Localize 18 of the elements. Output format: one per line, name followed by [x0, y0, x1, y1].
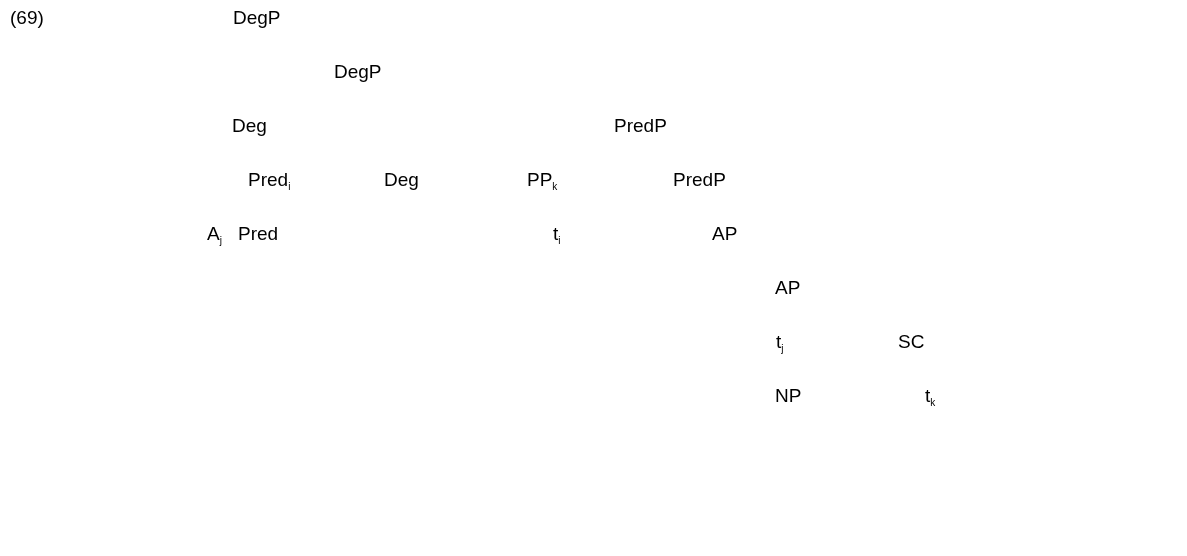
category-label: DegP: [334, 61, 382, 83]
category-label: Pred: [238, 223, 279, 245]
category-label: AP: [712, 223, 738, 245]
category-label: DegP: [233, 7, 281, 29]
category-label: Pred$_{i}$: [248, 169, 291, 194]
category-label: SC: [898, 331, 925, 353]
category-label: Deg: [232, 115, 267, 137]
category-label: PredP: [614, 115, 667, 137]
category-label: PP$_{k}$: [527, 169, 558, 194]
category-label: PredP: [673, 169, 726, 191]
category-label: Deg: [384, 169, 419, 191]
example-number: (69): [10, 7, 44, 29]
category-label: AP: [775, 277, 801, 299]
category-label: NP: [775, 385, 802, 407]
category-label: t$_{i}$: [553, 223, 561, 248]
category-label: A$_{j}$: [207, 223, 222, 248]
category-label: t$_{j}$: [776, 331, 784, 356]
category-label: t$_{k}$: [925, 385, 936, 410]
